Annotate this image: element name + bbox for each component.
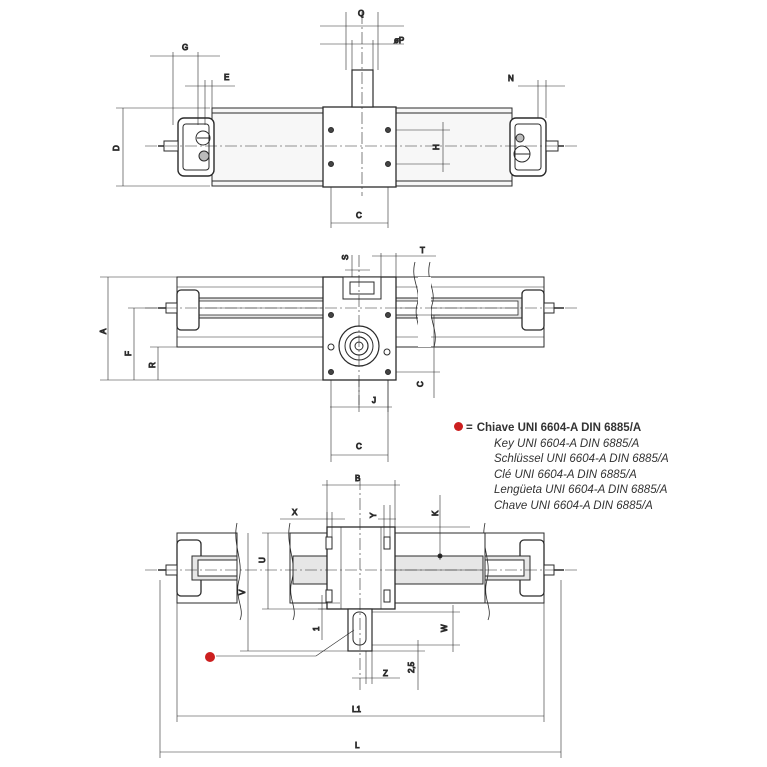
- dim-T: T: [420, 246, 425, 255]
- dim-Z: Z: [383, 669, 388, 678]
- dim-S: S: [341, 255, 350, 260]
- legend-row-it: =Chiave UNI 6604-A DIN 6885/A: [454, 421, 754, 437]
- top-view: Q øP G E N D H C: [112, 9, 580, 228]
- dim-G: G: [182, 43, 188, 52]
- dim-U: U: [258, 557, 267, 563]
- dim-X: X: [292, 508, 298, 517]
- dim-L1: L1: [352, 705, 361, 714]
- dim-2-5: 2,5: [407, 661, 416, 673]
- key-marker: [205, 652, 215, 662]
- legend-line-es: Lengüeta UNI 6604-A DIN 6885/A: [494, 484, 668, 497]
- legend-equals: =: [466, 422, 473, 434]
- dim-Y: Y: [369, 512, 378, 518]
- top-left-endcap: [158, 117, 215, 177]
- top-center-flange: [322, 106, 397, 188]
- legend-line-de: Schlüssel UNI 6604-A DIN 6885/A: [494, 453, 669, 466]
- red-dot-icon: [454, 422, 463, 431]
- dim-B: B: [355, 474, 360, 483]
- dim-Q: Q: [358, 9, 364, 18]
- front-view: S T A F R C J C: [99, 246, 580, 462]
- dim-oP: øP: [394, 36, 404, 45]
- shaft-key: [352, 611, 367, 646]
- dim-D: D: [112, 145, 121, 151]
- dim-F: F: [124, 351, 133, 356]
- legend-line-en: Key UNI 6604-A DIN 6885/A: [494, 437, 640, 450]
- legend-line-pt: Chave UNI 6604-A DIN 6885/A: [494, 499, 653, 512]
- dim-K: K: [431, 510, 440, 516]
- dim-W: W: [440, 624, 449, 632]
- dim-V: V: [238, 589, 247, 595]
- dim-E: E: [224, 73, 229, 82]
- legend-line-fr: Clé UNI 6604-A DIN 6885/A: [494, 468, 637, 481]
- dim-N: N: [508, 74, 514, 83]
- dim-C-bottom: C: [356, 442, 362, 451]
- top-shaft: [351, 69, 374, 108]
- dim-1: 1: [312, 626, 321, 631]
- dim-R: R: [148, 362, 157, 368]
- dim-L: L: [355, 741, 360, 750]
- dim-C-top: C: [356, 211, 362, 220]
- legend-line-it: Chiave UNI 6604-A DIN 6885/A: [476, 422, 642, 434]
- dim-A: A: [99, 328, 108, 334]
- section-view: B X Y K U V 1 W: [145, 474, 580, 758]
- dim-C-side: C: [416, 381, 425, 387]
- key-legend: =Chiave UNI 6604-A DIN 6885/A Key UNI 66…: [454, 421, 754, 515]
- top-right-endcap: [509, 117, 564, 177]
- dim-H: H: [432, 144, 441, 150]
- dim-J: J: [372, 396, 376, 405]
